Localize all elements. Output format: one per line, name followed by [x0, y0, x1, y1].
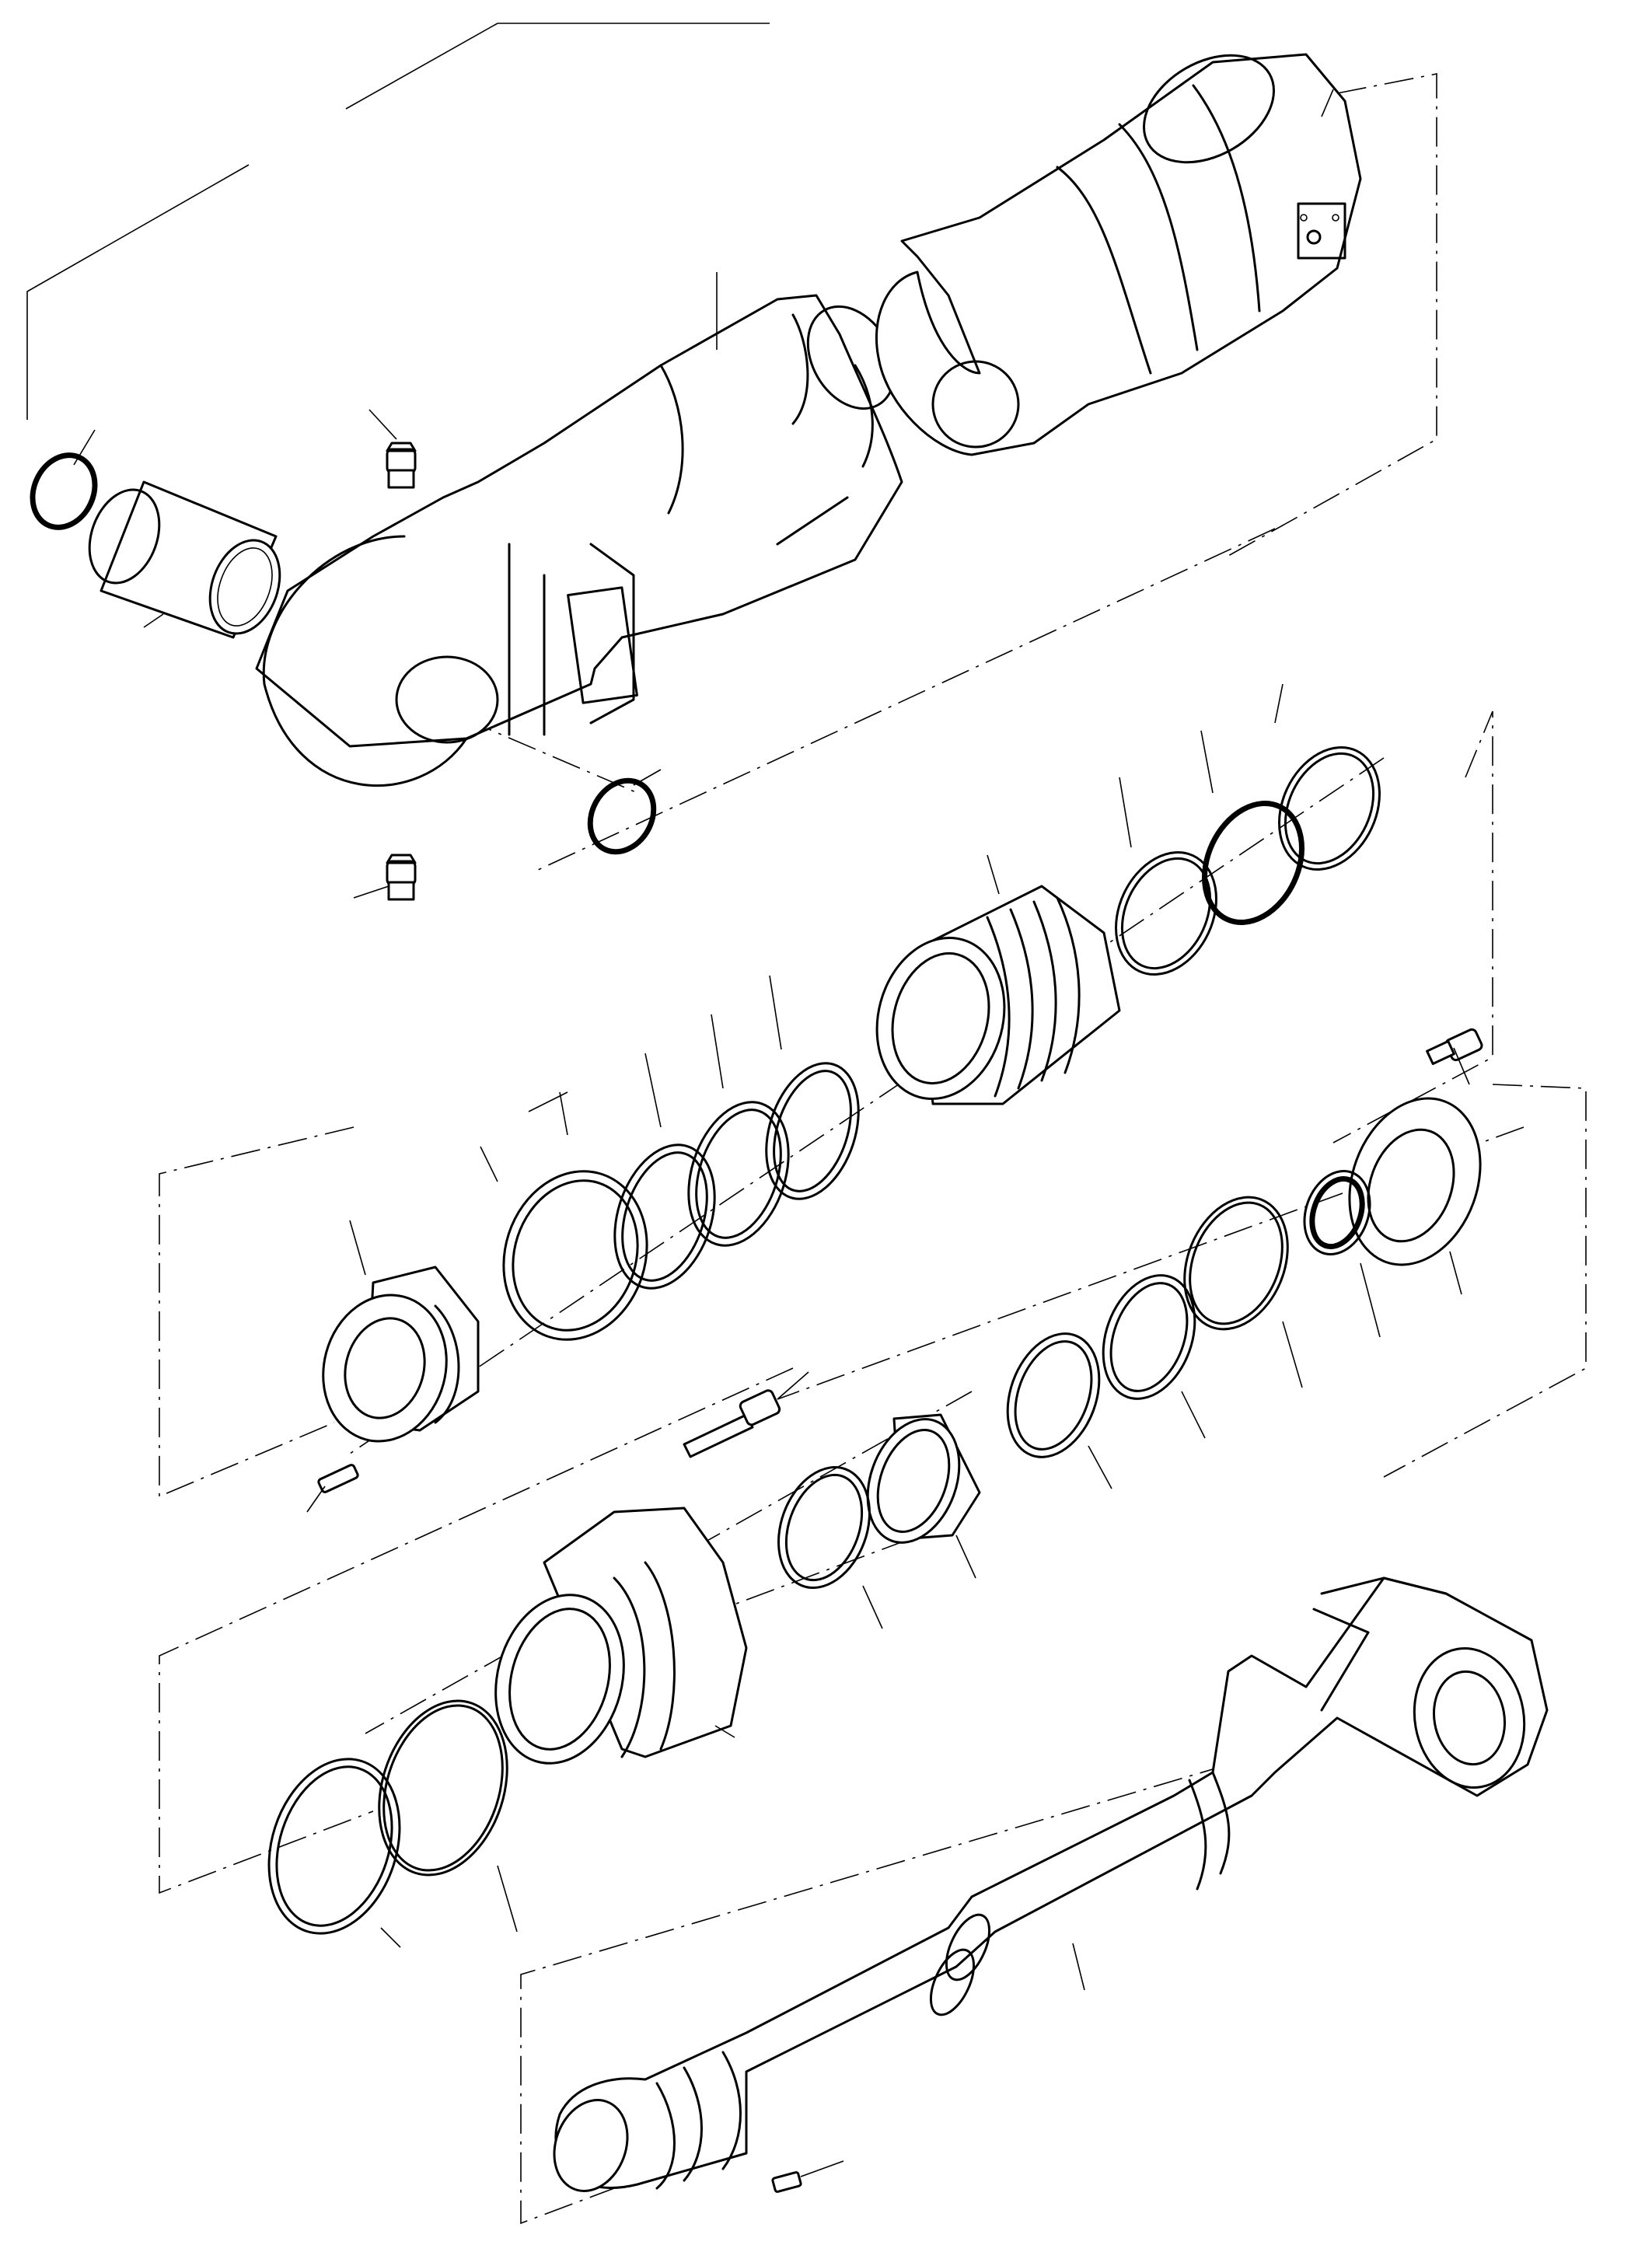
wear-ring — [777, 1466, 871, 1589]
seal — [1303, 1170, 1371, 1255]
gland — [875, 885, 1121, 1105]
grease-fitting — [386, 854, 417, 901]
backup-ring — [1102, 1274, 1196, 1400]
o-ring — [1183, 1196, 1289, 1331]
leader-lines — [73, 89, 1470, 2177]
piston — [494, 1507, 748, 1765]
piston-rod — [553, 1576, 1549, 2192]
piston-ring — [502, 1170, 648, 1341]
wear-ring — [1006, 1332, 1101, 1458]
o-ring — [378, 1699, 508, 1877]
o-ring — [587, 777, 657, 855]
nut — [322, 1266, 480, 1443]
flange — [1348, 1097, 1482, 1266]
set-screw — [317, 1464, 359, 1493]
piston-ring — [687, 1101, 790, 1247]
grease-fitting — [386, 442, 417, 489]
cylinder-barrel — [255, 294, 903, 787]
wiper-ring — [1278, 745, 1381, 871]
bushing — [88, 480, 281, 639]
socket-screw — [683, 1389, 781, 1458]
key — [771, 2171, 802, 2193]
cylinder-head-end — [875, 53, 1362, 456]
cap-screw — [1426, 1028, 1483, 1065]
backup-ring — [267, 1758, 401, 1935]
o-ring — [30, 452, 98, 530]
seal-ring — [866, 1413, 981, 1544]
backup-ring — [1115, 850, 1217, 976]
seal-ring — [1202, 800, 1304, 926]
piston-ring — [613, 1143, 716, 1290]
piston-ring — [765, 1062, 860, 1200]
